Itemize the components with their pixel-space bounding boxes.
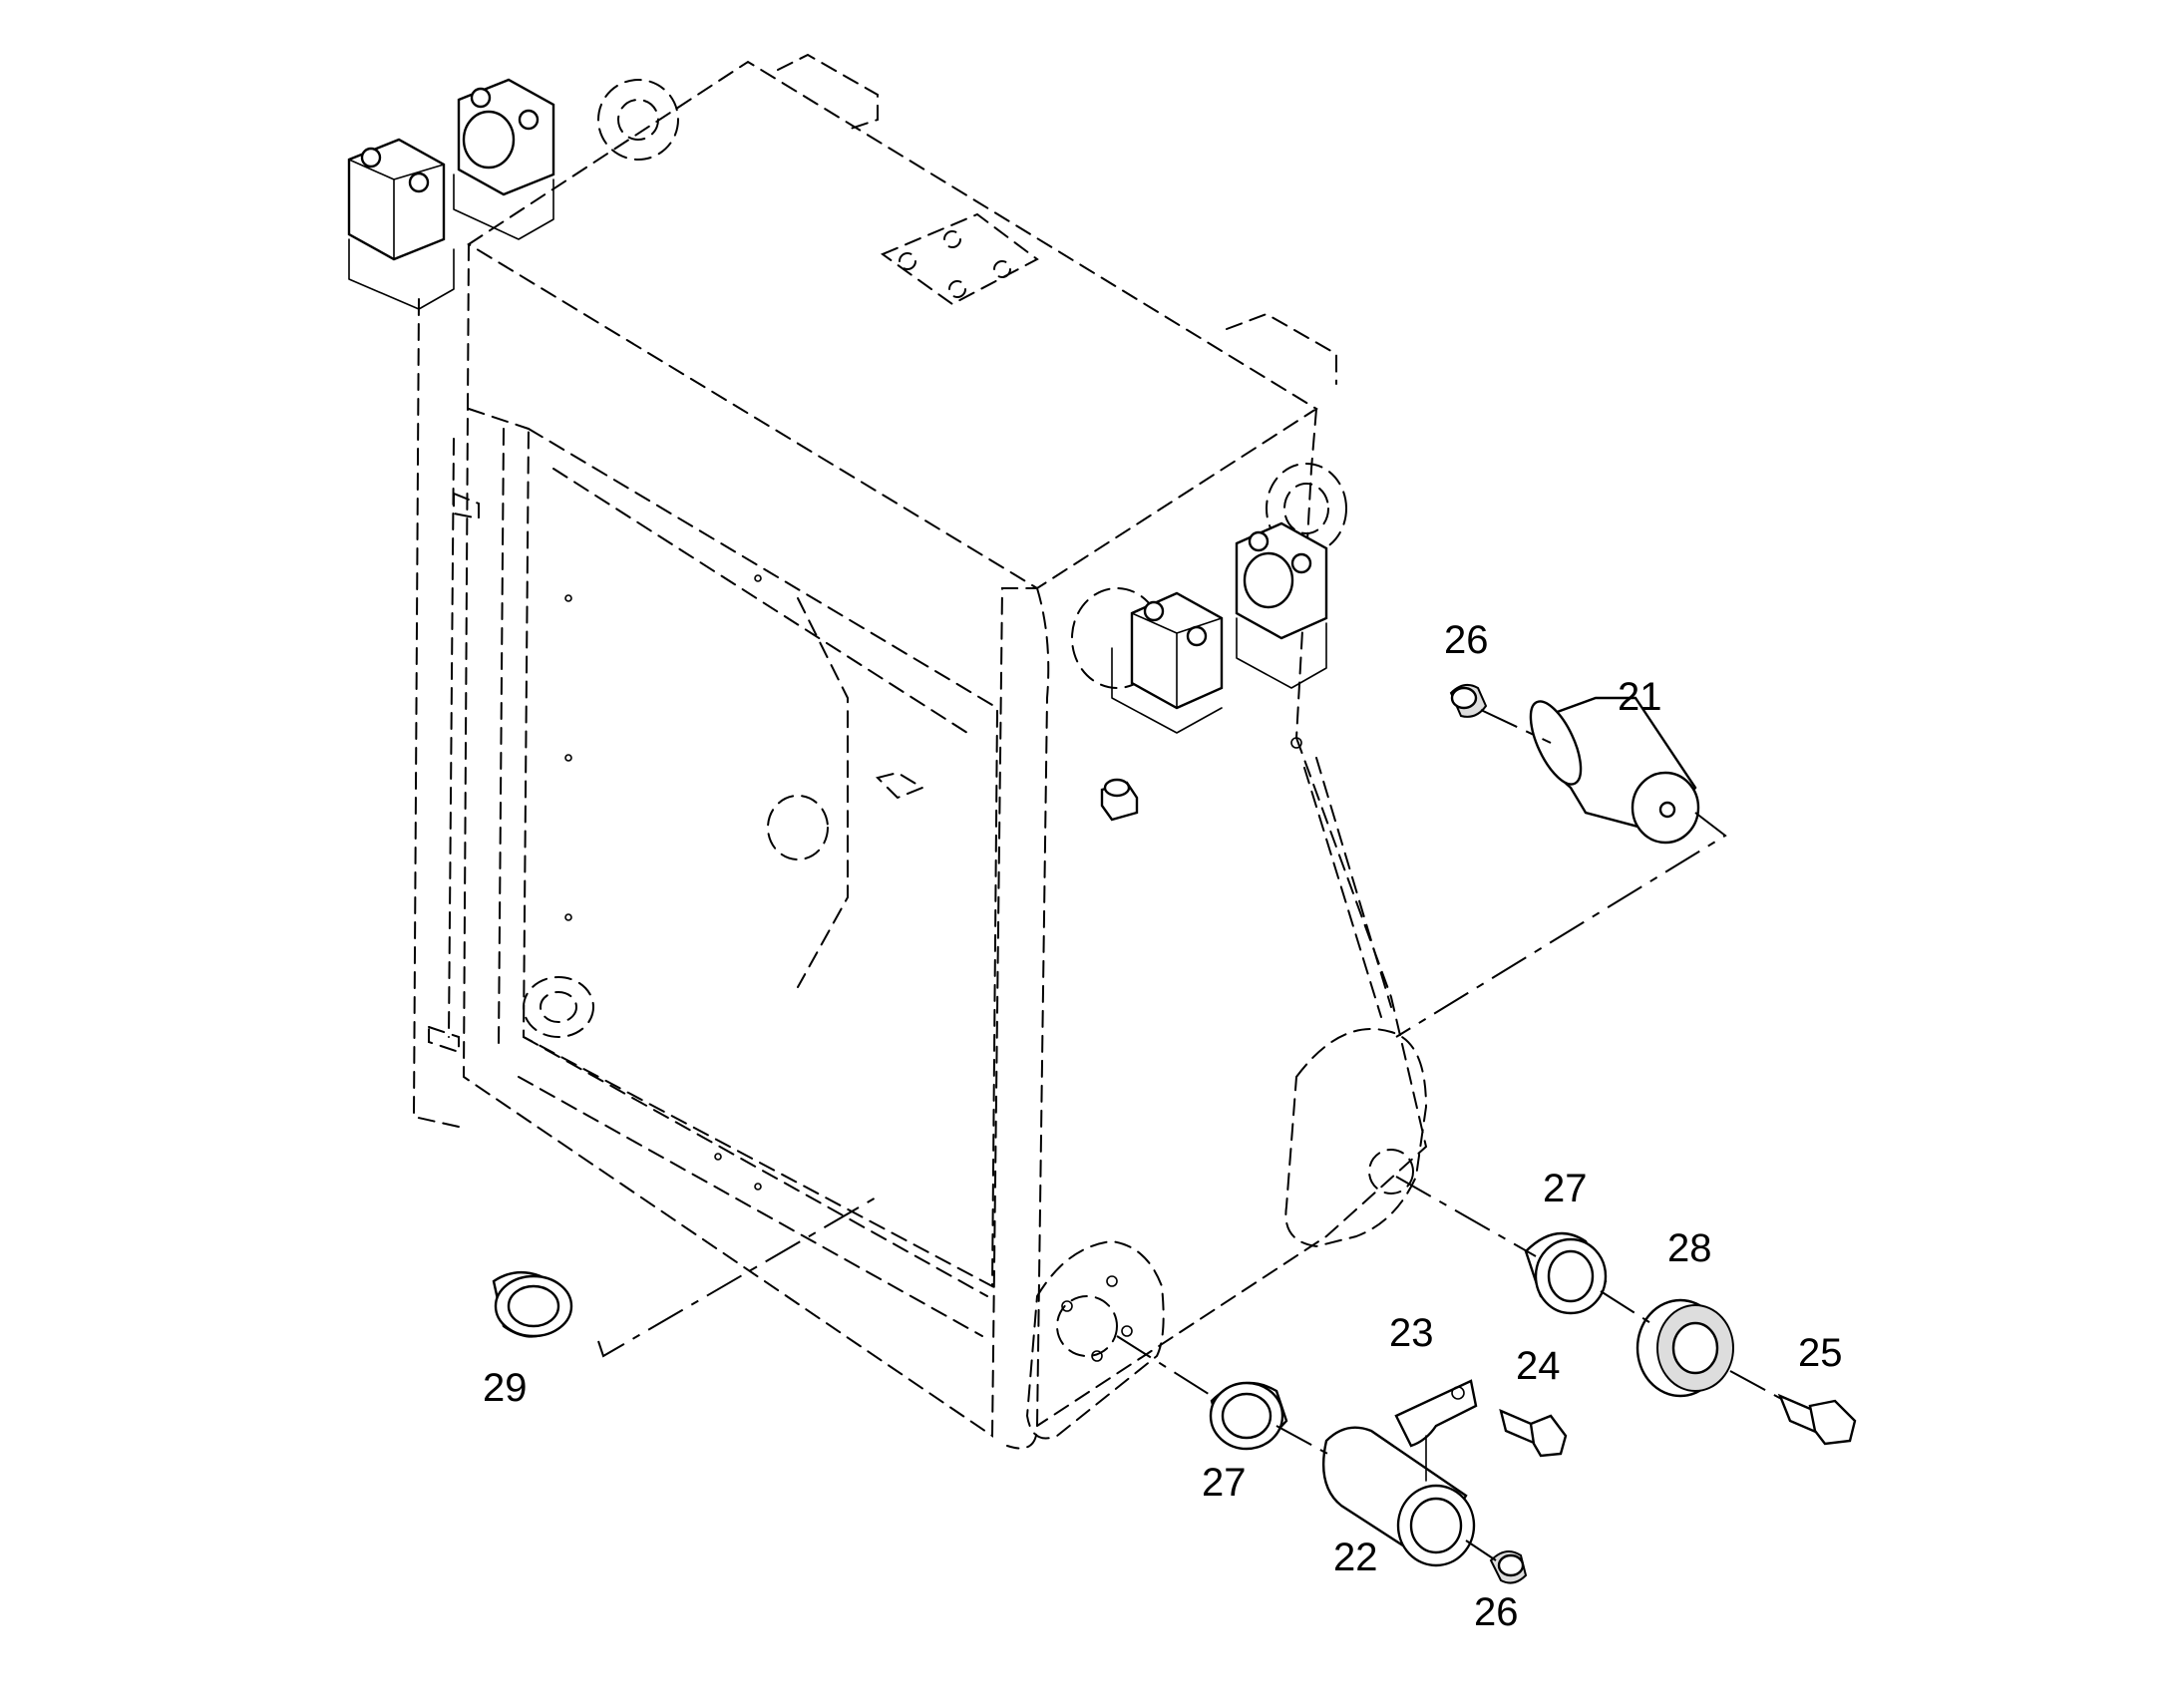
callout-22: 22 <box>1333 1536 1378 1579</box>
callout-28: 28 <box>1667 1226 1712 1270</box>
frame-assembly <box>412 53 1428 1450</box>
grease-nipple-26-top <box>1449 683 1488 718</box>
plate-23 <box>1394 1379 1478 1448</box>
bolt-25 <box>1777 1393 1857 1446</box>
bearing-28 <box>1635 1298 1734 1398</box>
stud <box>1100 778 1139 822</box>
clamp-right-b <box>1235 521 1328 689</box>
bushing-29 <box>492 1270 573 1338</box>
callout-24: 24 <box>1516 1344 1561 1388</box>
pin-22 <box>1322 1426 1476 1567</box>
callout-25: 25 <box>1798 1331 1843 1375</box>
callout-21: 21 <box>1618 675 1662 719</box>
bolt-24 <box>1499 1408 1568 1458</box>
callout-labels: 26 21 27 28 23 24 25 29 27 22 26 <box>483 618 1843 1634</box>
bushing-27-lower <box>1209 1381 1288 1451</box>
leader-lines <box>597 709 1786 1561</box>
bushing-27-upper <box>1524 1231 1608 1315</box>
clamp-top-left-b <box>453 78 555 240</box>
pin-21 <box>1529 696 1700 845</box>
callout-27-lower: 27 <box>1202 1461 1247 1505</box>
callout-27-upper: 27 <box>1543 1167 1588 1210</box>
callout-23: 23 <box>1389 1311 1434 1355</box>
clamp-right-a <box>1111 591 1224 734</box>
clamp-top-left-a <box>347 138 455 310</box>
clamp-blocks <box>347 78 1328 734</box>
callout-26-top: 26 <box>1444 618 1489 662</box>
callout-29: 29 <box>483 1366 528 1410</box>
frame-side-plates <box>1025 1028 1428 1440</box>
grease-nipple-26-bottom <box>1489 1550 1528 1584</box>
callout-26-bottom: 26 <box>1474 1590 1519 1634</box>
